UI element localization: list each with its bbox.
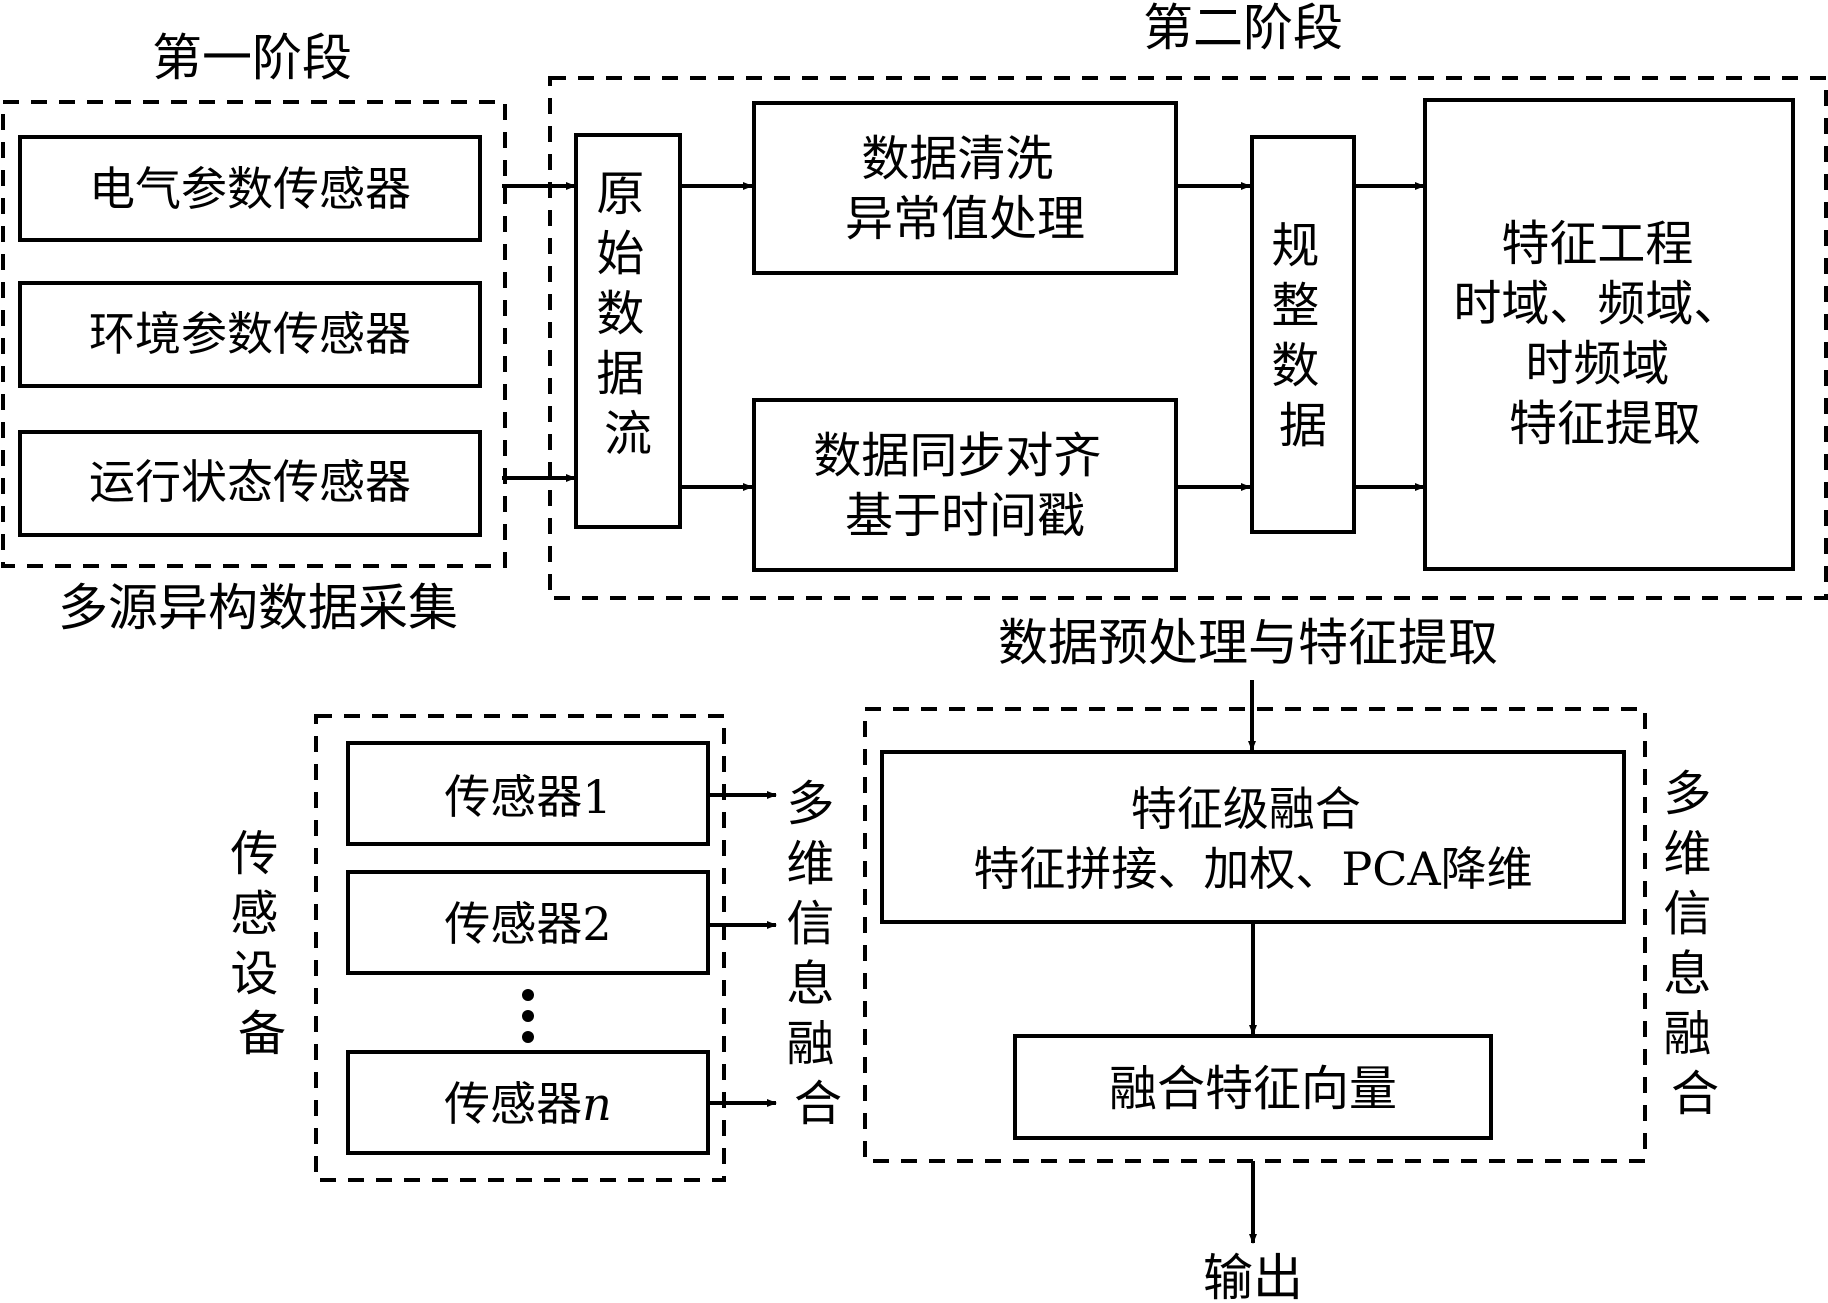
stage1-caption: 多源异构数据采集 [58, 579, 458, 637]
sensor-box-operation: 运行状态传感器 [18, 430, 482, 537]
raw-stream-box: 原 始 数 据 流 [574, 133, 682, 529]
cleaning-box: 数据清洗 异常值处理 [752, 101, 1178, 275]
stage2-caption: 数据预处理与特征提取 [998, 614, 1498, 672]
svg-text:多 维 信 息: 多 维 信 息 融 合 [786, 776, 849, 1132]
feature-engineering-label: 特征工程 时域、频域、 时频域 特征提取 [1453, 216, 1756, 452]
feature-level-fusion-box: 特征级融合 特征拼接、加权、PCA降维 [880, 750, 1626, 924]
sensor-environment-label: 环境参数传感器 [89, 307, 411, 361]
fused-vector-label: 融合特征向量 [1109, 1061, 1397, 1117]
devices-group [314, 714, 726, 1182]
sensor-operation-label: 运行状态传感器 [89, 455, 411, 509]
feature-engineering-box: 特征工程 时域、频域、 时频域 特征提取 [1423, 98, 1795, 571]
device-sensor-1-label: 传感器1 [444, 770, 611, 824]
sync-box: 数据同步对齐 基于时间戳 [752, 398, 1178, 572]
device-sensor-2: 传感器2 [346, 870, 710, 975]
stage1-title: 第一阶段 [152, 29, 352, 87]
cleaning-label: 数据清洗 异常值处理 [845, 131, 1085, 247]
device-sensor-1: 传感器1 [346, 741, 710, 846]
device-sensor-2-label: 传感器2 [444, 897, 611, 951]
device-sensor-n: 传感器n [346, 1050, 710, 1155]
fusion-middle-label: 多 维 信 息 融 合 [786, 776, 849, 1132]
sensor-electrical-label: 电气参数传感器 [89, 162, 411, 216]
regular-data-box: 规 整 数 据 [1250, 135, 1356, 534]
sensor-box-electrical: 电气参数传感器 [18, 135, 482, 242]
devices-side-label: 传 感 设 备 [230, 826, 293, 1062]
raw-stream-label: 原 始 数 据 流 [596, 166, 659, 462]
device-sensor-n-label: 传感器n [444, 1077, 612, 1131]
stage2-title: 第二阶段 [1143, 0, 1343, 57]
ellipsis-dots [522, 989, 534, 1043]
svg-text:传 感 设 备: 传 感 设 备 [230, 826, 293, 1062]
svg-text:多 维 信 息: 多 维 信 息 融 合 [1663, 766, 1726, 1122]
stage1-group [1, 100, 507, 568]
regular-data-label: 规 整 数 据 [1271, 218, 1334, 454]
sensor-box-environment: 环境参数传感器 [18, 281, 482, 388]
fusion-side-label: 多 维 信 息 融 合 [1663, 766, 1726, 1122]
fused-vector-box: 融合特征向量 [1013, 1034, 1493, 1140]
sync-label: 数据同步对齐 基于时间戳 [813, 428, 1116, 544]
feature-level-fusion-label: 特征级融合 特征拼接、加权、PCA降维 [973, 782, 1532, 896]
stage2-group [548, 76, 1828, 600]
output-label: 输出 [1203, 1249, 1303, 1303]
